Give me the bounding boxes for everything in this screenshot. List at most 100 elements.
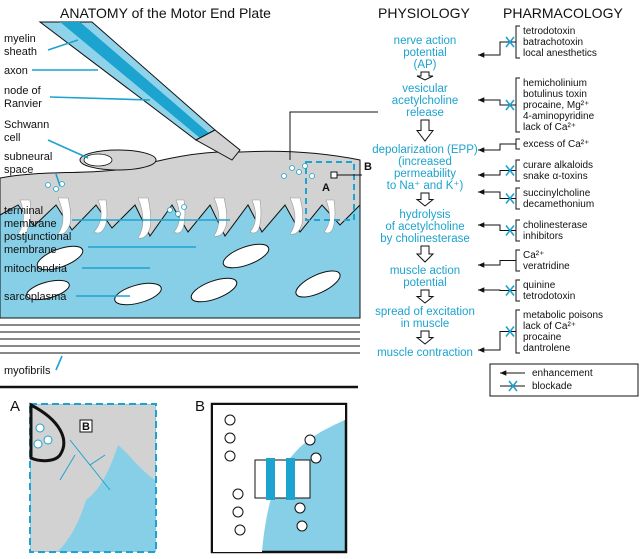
anatomy-label-line: postjunctional xyxy=(4,231,71,243)
pharmacology-agent-line: curare alkaloids xyxy=(523,160,593,171)
blockade-cross-icon xyxy=(505,99,515,111)
anatomy-label-line: membrane xyxy=(4,218,57,230)
blockade-cross-icon xyxy=(505,165,515,176)
pharmacology-agent-line: botulinus toxin xyxy=(523,89,587,100)
blockade-cross-icon xyxy=(505,36,515,48)
pharmacology-bracket xyxy=(515,187,520,210)
pharmacology-agent: Ca²⁺veratridine xyxy=(523,250,570,272)
pharmacology-agent-line: Ca²⁺ xyxy=(523,250,544,261)
anatomy-leader-line xyxy=(55,355,63,371)
physiology-step-line: in muscle xyxy=(401,318,450,330)
physiology-step: muscle contraction xyxy=(377,347,473,359)
blockade-cross-icon xyxy=(505,193,515,204)
anatomy-label-line: subneural xyxy=(4,151,52,163)
pharmacology-agent-line: quinine xyxy=(523,280,556,291)
physiology-step-line: permeability xyxy=(394,168,456,180)
anatomy-to-physiology-line xyxy=(289,111,378,160)
pharmacology-agent-line: local anesthetics xyxy=(523,48,597,59)
pharmacology-agent-line: decamethonium xyxy=(523,199,594,210)
pharmacology-bracket xyxy=(515,309,520,354)
callout-box-a xyxy=(305,161,355,221)
physiology-step-line: to Na⁺ and K⁺) xyxy=(387,180,464,192)
pharmacology-bracket xyxy=(515,138,520,150)
inset-b-label: B xyxy=(195,398,205,415)
physiology-step-line: hydrolysis xyxy=(399,209,450,221)
anatomy-label-line: membrane xyxy=(4,244,57,256)
anatomy-label-line: mitochondria xyxy=(4,263,68,275)
pharmacology-arrow xyxy=(478,287,516,293)
pharmacology-agent-line: cholinesterase xyxy=(523,220,588,231)
pharmacology-arrow xyxy=(478,189,516,199)
pharmacology-agent-line: veratridine xyxy=(523,261,570,272)
anatomy-label-line: myofibrils xyxy=(4,365,51,377)
anatomy-label-line: sarcoplasma xyxy=(4,291,67,303)
flow-arrow xyxy=(416,71,434,81)
pharmacology-agent-line: lack of Ca²⁺ xyxy=(523,321,576,332)
callout-label-b: B xyxy=(364,161,372,173)
physiology-step-line: by cholinesterase xyxy=(380,233,470,245)
physiology-step-line: (AP) xyxy=(414,59,437,71)
anatomy-label-line: Schwann xyxy=(4,119,49,131)
anatomy-label-line: myelin xyxy=(4,33,36,45)
pharmacology-agent-line: tetrodotoxin xyxy=(523,291,575,302)
pharmacology-arrow xyxy=(478,260,516,268)
pharmacology-bracket xyxy=(515,77,520,133)
anatomy-label: axon xyxy=(4,65,28,77)
physiology-step-line: release xyxy=(406,107,444,119)
anatomy-leader-line xyxy=(47,139,89,159)
anatomy-label-line: Ranvier xyxy=(4,98,42,110)
legend-blockade: blockade xyxy=(532,381,572,392)
inset-b: B xyxy=(195,398,348,554)
pharmacology-bracket xyxy=(515,219,520,242)
physiology-step-line: vesicular xyxy=(402,83,448,95)
axon xyxy=(194,129,241,161)
legend: enhancement blockade xyxy=(489,363,639,397)
pharmacology-agent-line: succinylcholine xyxy=(523,188,591,199)
anatomy-label-line: sheath xyxy=(4,46,37,58)
physiology-step-line: depolarization (EPP) xyxy=(372,144,478,156)
pharmacology-agent-line: excess of Ca²⁺ xyxy=(523,139,589,150)
pharmacology-agent-line: lack of Ca²⁺ xyxy=(523,122,576,133)
anatomy-drawing: A B xyxy=(0,21,372,354)
pharmacology-agent-line: hemicholinium xyxy=(523,78,587,89)
anatomy-leader-line xyxy=(55,173,61,187)
physiology-step-line: acetylcholine xyxy=(392,95,458,107)
pharmacology-agent: excess of Ca²⁺ xyxy=(523,139,589,150)
pharmacology-bracket xyxy=(515,249,520,272)
anatomy-label-line: space xyxy=(4,164,33,176)
anatomy-label: sarcoplasma xyxy=(4,291,67,303)
physiology-step-line: (increased xyxy=(398,156,452,168)
pharmacology-arrow xyxy=(478,331,516,353)
physiology-step-line: potential xyxy=(403,47,446,59)
anatomy-label: mitochondria xyxy=(4,263,68,275)
synaptic-vesicles xyxy=(45,163,315,217)
pharmacology-agent-line: batrachotoxin xyxy=(523,37,583,48)
flow-arrow xyxy=(415,192,435,207)
flow-arrow xyxy=(415,245,435,263)
physiology-step-line: muscle action xyxy=(390,265,460,277)
anatomy-label-line: terminal xyxy=(4,205,43,217)
pharmacology-arrow xyxy=(478,143,516,153)
physiology-step-line: potential xyxy=(403,277,446,289)
myofibrils xyxy=(0,317,360,354)
pharmacology-arrow xyxy=(478,41,516,58)
anatomy-header: ANATOMY of the Motor End Plate xyxy=(60,5,271,21)
pharmacology-arrow xyxy=(478,222,516,231)
anatomy-label-line: cell xyxy=(4,132,21,144)
anatomy-leader-line xyxy=(47,39,79,51)
flow-arrow xyxy=(415,289,435,304)
pharmacology-bracket xyxy=(515,159,520,182)
